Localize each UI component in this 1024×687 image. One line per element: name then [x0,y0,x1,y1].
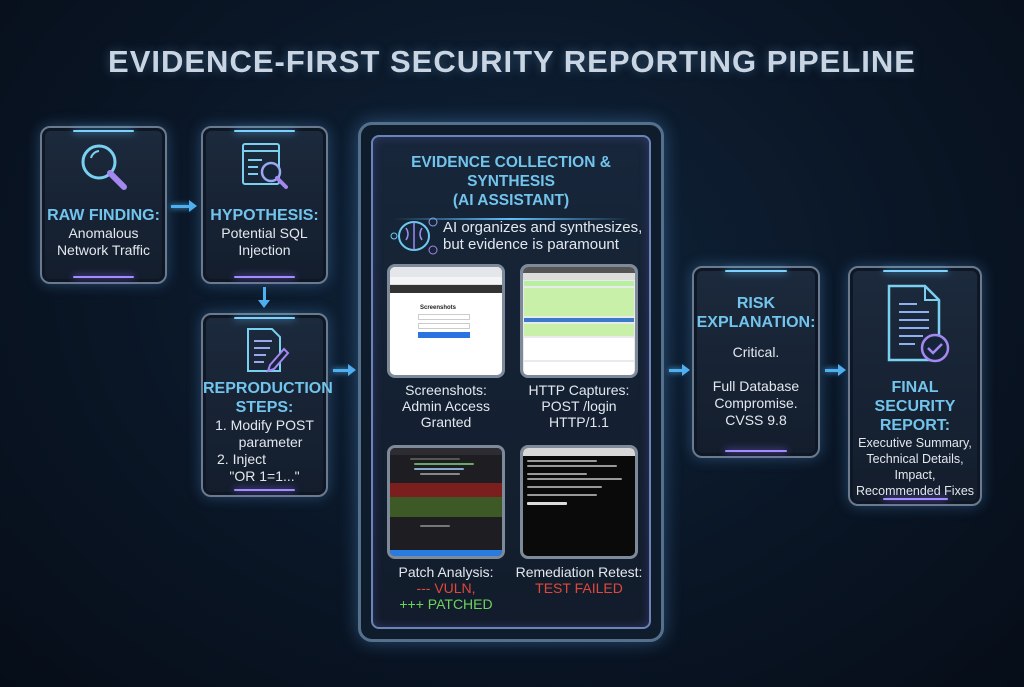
report-section: Executive Summary, [858,436,972,450]
step-text: 2. Inject [217,451,267,467]
thumb-title: Screenshots [420,305,457,311]
divider [393,218,629,220]
arrow-right [171,200,197,212]
page-title: EVIDENCE-FIRST SECURITY REPORTING PIPELI… [108,44,916,79]
report-section: Technical Details, [866,452,964,466]
arrow-right [333,364,356,376]
step-text: parameter [238,434,303,450]
cvss-score: CVSS 9.8 [725,412,787,428]
final-report-heading: FINAL SECURITY [874,379,956,415]
reproduction-heading: STEPS: [235,399,294,416]
reproduction-card: REPRODUCTION STEPS: 1. Modify POST param… [201,313,333,497]
report-check-icon [887,284,950,363]
checklist-pencil-icon [246,328,289,373]
ai-brain-icon [390,217,438,255]
patch-diff-thumbnail[interactable] [387,445,505,559]
risk-heading: EXPLANATION: [696,314,816,331]
risk-heading: RISK [736,295,776,312]
raw-finding-text: Anomalous [68,225,139,241]
risk-text: Full Database [712,378,800,394]
risk-card: RISK EXPLANATION: Critical. Full Databas… [692,266,820,458]
report-section: Impact, [894,468,936,482]
terminal-thumbnail[interactable] [520,445,638,559]
hypothesis-text: Injection [238,242,291,258]
arrow-right [825,364,846,376]
document-search-icon [241,143,288,189]
patch-caption: Patch Analysis:--- VULN,+++ PATCHED [398,564,494,612]
raw-finding-card: RAW FINDING: Anomalous Network Traffic [40,126,167,284]
http-capture-thumbnail[interactable] [520,264,638,378]
final-report-heading: REPORT: [879,417,951,434]
magnifier-icon [81,144,127,190]
hypothesis-text: Potential SQL [221,225,308,241]
evidence-heading: EVIDENCE COLLECTION & SYNTHESIS [411,154,611,190]
evidence-panel: EVIDENCE COLLECTION & SYNTHESIS (AI ASSI… [358,122,664,642]
risk-text: Compromise. [714,395,798,411]
evidence-heading: (AI ASSISTANT) [452,192,570,209]
ai-note: AI organizes and synthesizes, [443,219,643,236]
arrow-right [669,364,690,376]
report-section: Recommended Fixes [855,484,975,498]
reproduction-heading: REPRODUCTION [203,380,333,397]
raw-finding-heading: RAW FINDING: [47,207,160,224]
risk-severity: Critical. [732,344,780,360]
hypothesis-heading: HYPOTHESIS: [210,207,319,224]
screenshot-thumbnail[interactable]: Screenshots [387,264,505,378]
hypothesis-card: HYPOTHESIS: Potential SQL Injection [201,126,328,284]
final-report-card: FINAL SECURITY REPORT: Executive Summary… [848,266,982,506]
ai-note: but evidence is paramount [443,236,619,253]
retest-caption: Remediation Retest:TEST FAILED [515,564,643,596]
raw-finding-text: Network Traffic [56,242,151,258]
step-text: 1. Modify POST [215,417,314,433]
step-text: "OR 1=1..." [229,468,300,484]
arrow-down [258,287,270,308]
